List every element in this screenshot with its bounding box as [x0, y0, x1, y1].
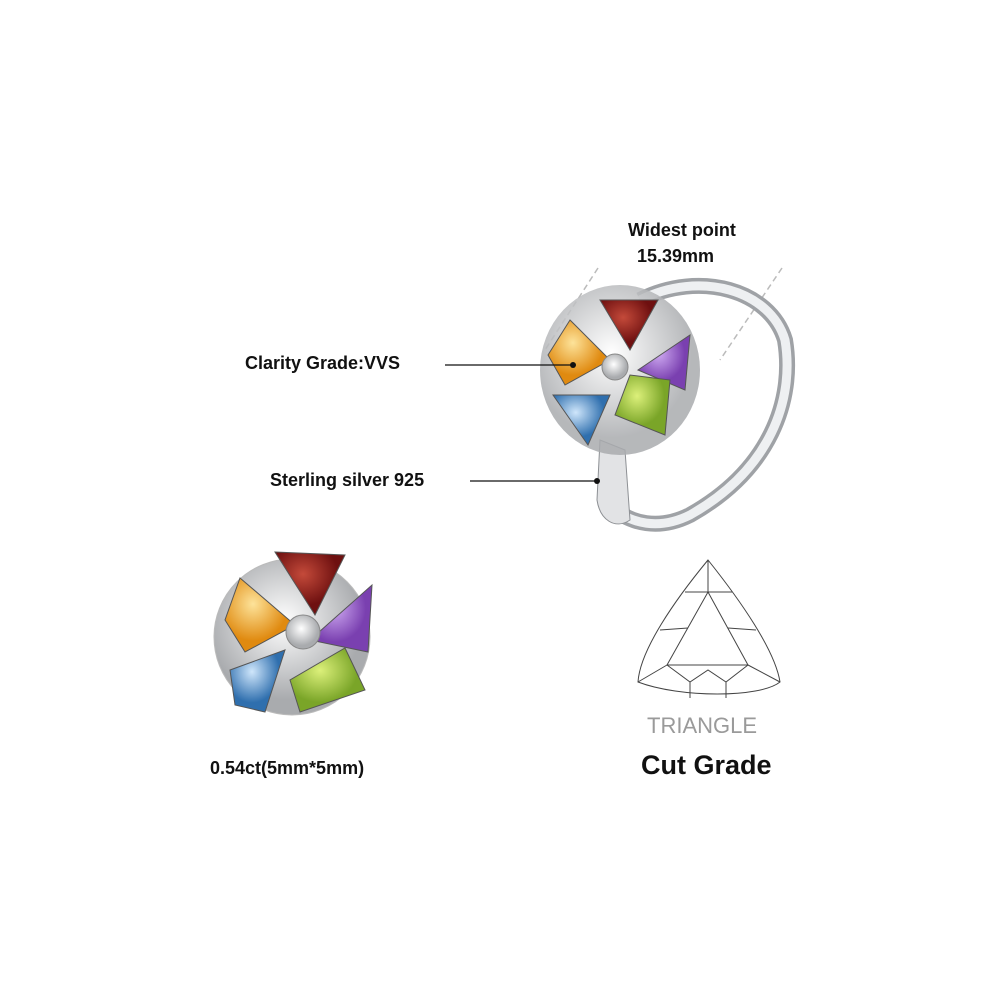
peridot-stone	[289, 647, 366, 713]
garnet-stone	[599, 299, 659, 351]
triangle-cut-diagram-icon	[637, 559, 781, 698]
measure-guide-right	[719, 267, 783, 361]
amethyst-stone	[308, 583, 373, 653]
center-pave	[285, 614, 321, 650]
cut-grade-title: Cut Grade	[641, 750, 772, 780]
topaz-stone	[229, 649, 286, 713]
clarity-leader-dot	[570, 362, 576, 368]
topaz-stone	[552, 394, 611, 447]
center-pave	[601, 353, 629, 381]
cut-shape-label: TRIANGLE	[647, 713, 758, 738]
material-leader-dot	[594, 478, 600, 484]
clarity-grade-label: Clarity Grade:VVS	[245, 353, 401, 373]
widest-point-label: Widest point	[628, 220, 736, 240]
widest-point-value: 15.39mm	[637, 246, 715, 266]
material-label: Sterling silver 925	[270, 470, 425, 490]
garnet-stone	[274, 551, 346, 617]
ring-band	[596, 278, 796, 532]
ring-flower-head	[540, 285, 700, 455]
citrine-stone	[547, 319, 611, 386]
carat-size-label: 0.54ct(5mm*5mm)	[210, 758, 365, 778]
citrine-stone	[224, 577, 296, 653]
gem-closeup	[213, 551, 373, 716]
peridot-stone	[614, 374, 671, 436]
